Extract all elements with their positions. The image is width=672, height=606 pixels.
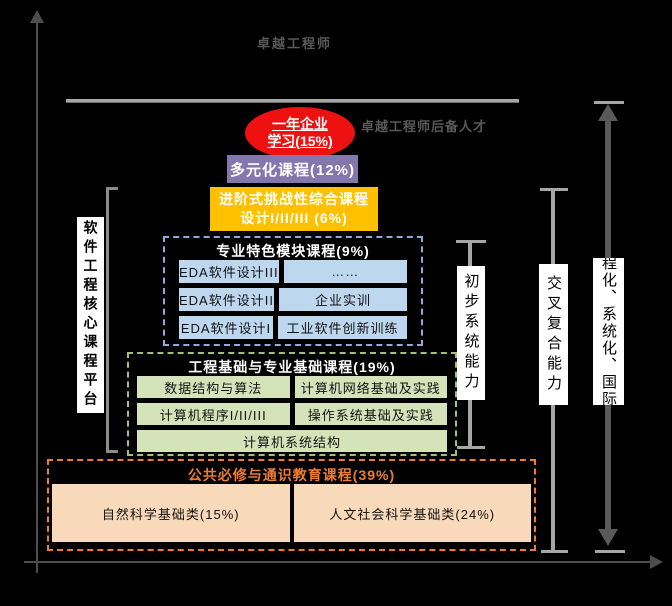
progressive-design-line1: 进阶式挑战性综合课程 [219, 191, 369, 208]
cross-capability-cap-bottom [541, 550, 568, 553]
module-row: EDA软件设计I 工业软件创新训练 [179, 316, 407, 339]
y-axis-line [36, 22, 38, 573]
progressive-design-box: 进阶式挑战性综合课程 设计I/II/III (6%) [210, 187, 378, 231]
course-cell: …… [283, 260, 407, 283]
general-education-title: 公共必修与通识教育课程(39%) [187, 467, 396, 483]
y-axis-arrow-icon [30, 10, 44, 23]
goal-divider-line [66, 99, 519, 103]
right-axis-label: 程化、系统化、国际 [593, 258, 624, 405]
core-platform-label: 软件工程核心课程平台 [77, 217, 104, 413]
course-cell: 自然科学基础类(15%) [52, 484, 290, 542]
reserve-talent-label: 卓越工程师后备人才 [361, 119, 488, 134]
course-cell: EDA软件设计I [179, 316, 273, 339]
foundation-row: 数据结构与算法 计算机网络基础及实践 [137, 376, 447, 398]
goal-label: 卓越工程师 [257, 36, 333, 51]
module-row: EDA软件设计III …… [179, 260, 407, 283]
right-axis-cap-bottom [595, 550, 625, 553]
course-cell: 数据结构与算法 [137, 376, 290, 398]
diversified-courses-label: 多元化课程(12%) [229, 161, 355, 179]
initial-capability-label: 初步系统能力 [457, 266, 485, 400]
foundation-courses-title: 工程基础与专业基础课程(19%) [188, 359, 396, 375]
ellipse-line1: 一年企业 [272, 115, 328, 132]
course-cell: 人文社会科学基础类(24%) [293, 484, 531, 542]
course-cell: 计算机程序I/II/III [137, 403, 290, 425]
course-cell: 计算机系统结构 [137, 430, 447, 452]
right-axis-up-arrow-icon [598, 104, 618, 121]
cross-capability-label: 交叉复合能力 [539, 264, 568, 405]
general-education-box: 公共必修与通识教育课程(39%) 自然科学基础类(15%) 人文社会科学基础类(… [47, 459, 536, 551]
ellipse-line2: 学习(15%) [267, 133, 333, 149]
right-axis-cap-top [594, 101, 624, 104]
specialty-module-box: 专业特色模块课程(9%) EDA软件设计III …… EDA软件设计II 企业实… [163, 236, 423, 346]
foundation-row: 计算机程序I/II/III 操作系统基础及实践 [137, 403, 447, 425]
initial-capability-cap-bottom [457, 446, 485, 449]
course-cell: 企业实训 [278, 288, 407, 311]
module-row: EDA软件设计II 企业实训 [179, 288, 407, 311]
general-row: 自然科学基础类(15%) 人文社会科学基础类(24%) [52, 484, 531, 542]
x-axis-line [24, 561, 652, 563]
course-cell: 工业软件创新训练 [278, 316, 407, 339]
progressive-design-line2: 设计I/II/III (6%) [240, 210, 348, 226]
platform-bracket [106, 187, 118, 453]
course-cell: EDA软件设计II [179, 288, 274, 311]
course-cell: EDA软件设计III [179, 260, 279, 283]
x-axis-arrow-icon [650, 555, 663, 569]
right-axis-down-arrow-icon [598, 529, 618, 546]
diversified-courses-box: 多元化课程(12%) [227, 155, 358, 183]
foundation-courses-box: 工程基础与专业基础课程(19%) 数据结构与算法 计算机网络基础及实践 计算机程… [127, 352, 457, 456]
one-year-enterprise-ellipse: 一年企业 学习(15%) [245, 107, 355, 159]
specialty-module-title: 专业特色模块课程(9%) [216, 243, 370, 259]
course-cell: 操作系统基础及实践 [294, 403, 447, 425]
course-cell: 计算机网络基础及实践 [294, 376, 447, 398]
